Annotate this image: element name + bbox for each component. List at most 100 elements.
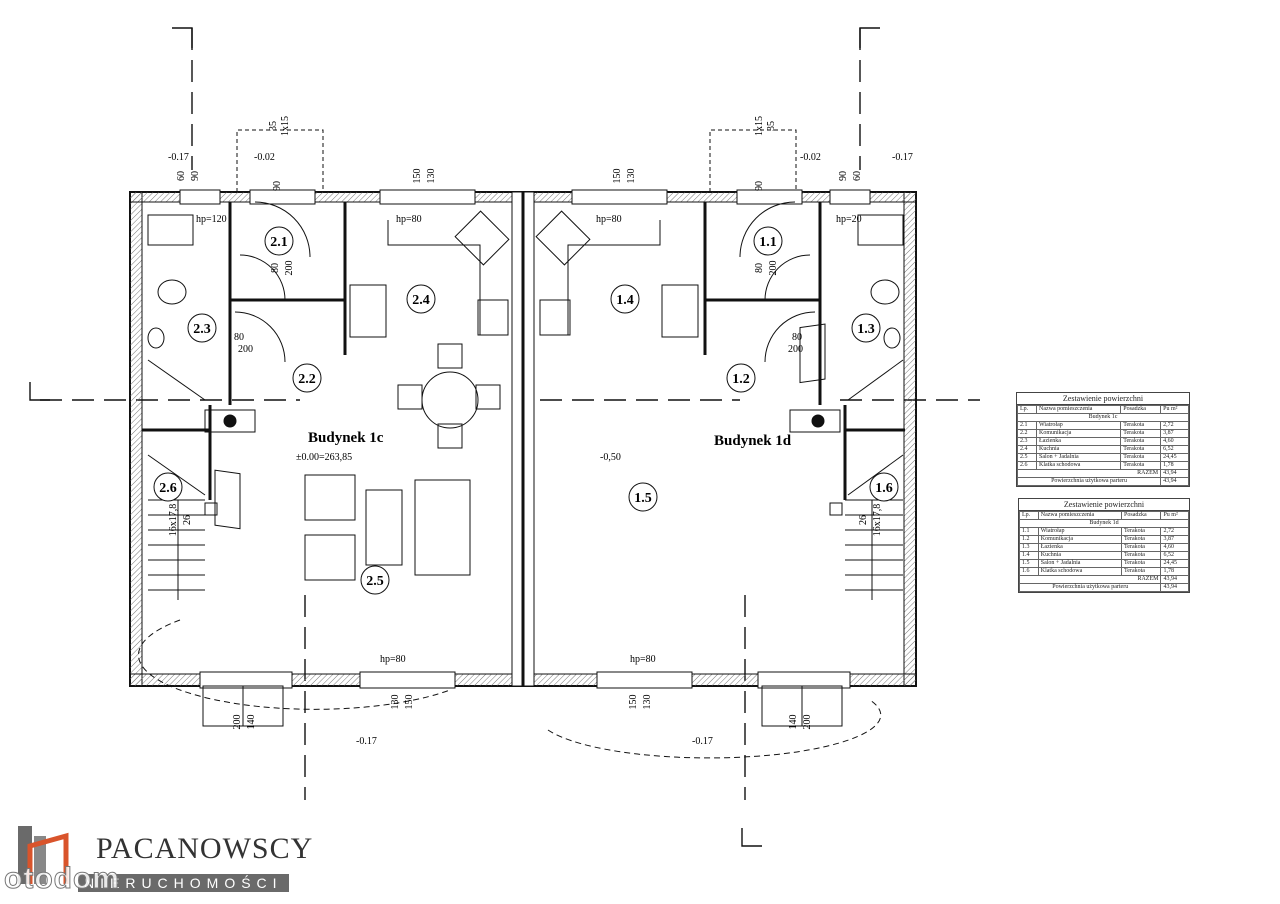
- dim-150-a: 150: [412, 169, 423, 184]
- dim-80-r: 80: [792, 332, 802, 343]
- th-area: Pu m²: [1160, 511, 1189, 520]
- logo-subtitle: NIERUCHOMOŚCI: [78, 874, 289, 892]
- dim-60-k: 60: [176, 171, 187, 181]
- dim-35-r: 35: [766, 121, 777, 131]
- dim-1x15-r: 1x15: [754, 116, 765, 136]
- section-1d: Budynek 1d: [1019, 519, 1189, 528]
- dim-stairs-r: 16x17,8: [872, 504, 883, 537]
- dim-90-i: 90: [272, 181, 283, 191]
- building-1c-walls: [129, 189, 523, 689]
- th-lp: Lp.: [1019, 511, 1039, 520]
- level-ext-5: -0.17: [356, 736, 377, 747]
- hp-window-bottom-left: hp=80: [380, 654, 406, 665]
- room-1-2: 1.2: [732, 372, 750, 387]
- dim-130-b: 130: [626, 169, 637, 184]
- room-markers: [153, 226, 899, 595]
- dim-140-e: 140: [246, 715, 257, 730]
- dim-150-d: 150: [628, 695, 639, 710]
- th-name: Nazwa pomieszczenia: [1037, 511, 1123, 520]
- building-1d-interior: [703, 202, 905, 500]
- dim-150-c: 150: [404, 695, 415, 710]
- area-table-1d-title: Zestawienie powierzchni: [1019, 499, 1189, 511]
- room-1-5: 1.5: [634, 491, 652, 506]
- dim-200-r: 200: [788, 344, 803, 355]
- area-table-1c: Zestawienie powierzchni Lp. Nazwa pomies…: [1016, 392, 1190, 487]
- dim-80-g: 80: [270, 263, 281, 273]
- dim-90-j: 90: [754, 181, 765, 191]
- level-ext-4: -0.17: [892, 152, 913, 163]
- dim-35-l: 35: [268, 121, 279, 131]
- hp-window-top-left: hp=80: [396, 214, 422, 225]
- room-1-1: 1.1: [759, 235, 777, 250]
- level-ext-3: -0.02: [800, 152, 821, 163]
- room-2-4: 2.4: [412, 293, 430, 308]
- room-1-6: 1.6: [875, 481, 893, 496]
- dim-200-g: 200: [284, 261, 295, 276]
- room-2-2: 2.2: [298, 372, 316, 387]
- logo-mark: [18, 826, 69, 884]
- room-2-6: 2.6: [159, 481, 177, 496]
- room-2-1: 2.1: [270, 235, 288, 250]
- dim-130-a: 130: [426, 169, 437, 184]
- dim-130-d: 130: [642, 695, 653, 710]
- th-floor: Posadzka: [1120, 405, 1162, 414]
- dim-150-b: 150: [612, 169, 623, 184]
- stairs-1-6: [845, 359, 904, 600]
- th-floor: Posadzka: [1121, 511, 1162, 520]
- level-ext-1: -0.17: [168, 152, 189, 163]
- level-room-1-5: -0,50: [600, 452, 621, 463]
- dim-60-l: 60: [852, 171, 863, 181]
- hp-bath-left: hp=120: [196, 214, 227, 225]
- section-marks: [29, 27, 880, 847]
- logo-name: PACANOWSCY: [96, 832, 314, 865]
- hp-bath-right: hp=20: [836, 214, 862, 225]
- dim-80-h: 80: [754, 263, 765, 273]
- level-ext-6: -0.17: [692, 736, 713, 747]
- dim-200-f: 200: [802, 715, 813, 730]
- dim-80-l: 80: [234, 332, 244, 343]
- room-2-5: 2.5: [366, 574, 384, 589]
- dim-26-r: 26: [858, 515, 869, 525]
- dim-200-l: 200: [238, 344, 253, 355]
- hp-window-bottom-right: hp=80: [630, 654, 656, 665]
- dim-200-e: 200: [232, 715, 243, 730]
- area-table-1c-title: Zestawienie powierzchni: [1017, 393, 1189, 405]
- hp-window-top-right: hp=80: [596, 214, 622, 225]
- dim-26-l: 26: [182, 515, 193, 525]
- building-1d-title: Budynek 1d: [714, 433, 792, 449]
- building-1d-walls: [523, 189, 917, 689]
- pacanowscy-logo: PACANOWSCY NIERUCHOMOŚCI: [16, 824, 346, 896]
- th-area: Pu m²: [1160, 405, 1189, 414]
- area-table-1d: Zestawienie powierzchni Lp. Nazwa pomies…: [1018, 498, 1190, 593]
- room-1-3: 1.3: [857, 322, 875, 337]
- level-mark: ±0.00=263,85: [296, 452, 352, 463]
- otodom-watermark: otodom: [4, 862, 120, 896]
- th-lp: Lp.: [1017, 405, 1037, 414]
- th-name: Nazwa pomieszczenia: [1035, 405, 1122, 414]
- dim-1x15-l: 1x15: [280, 116, 291, 136]
- dim-stairs-l: 16x17,8: [168, 504, 179, 537]
- room-2-3: 2.3: [193, 322, 211, 337]
- dim-200-h: 200: [768, 261, 779, 276]
- building-1c-title: Budynek 1c: [308, 430, 384, 446]
- dim-90-l: 90: [838, 171, 849, 181]
- dim-140-f: 140: [788, 715, 799, 730]
- dim-90-k: 90: [190, 171, 201, 181]
- dim-130-c: 130: [390, 695, 401, 710]
- building-1c-interior: [142, 202, 347, 500]
